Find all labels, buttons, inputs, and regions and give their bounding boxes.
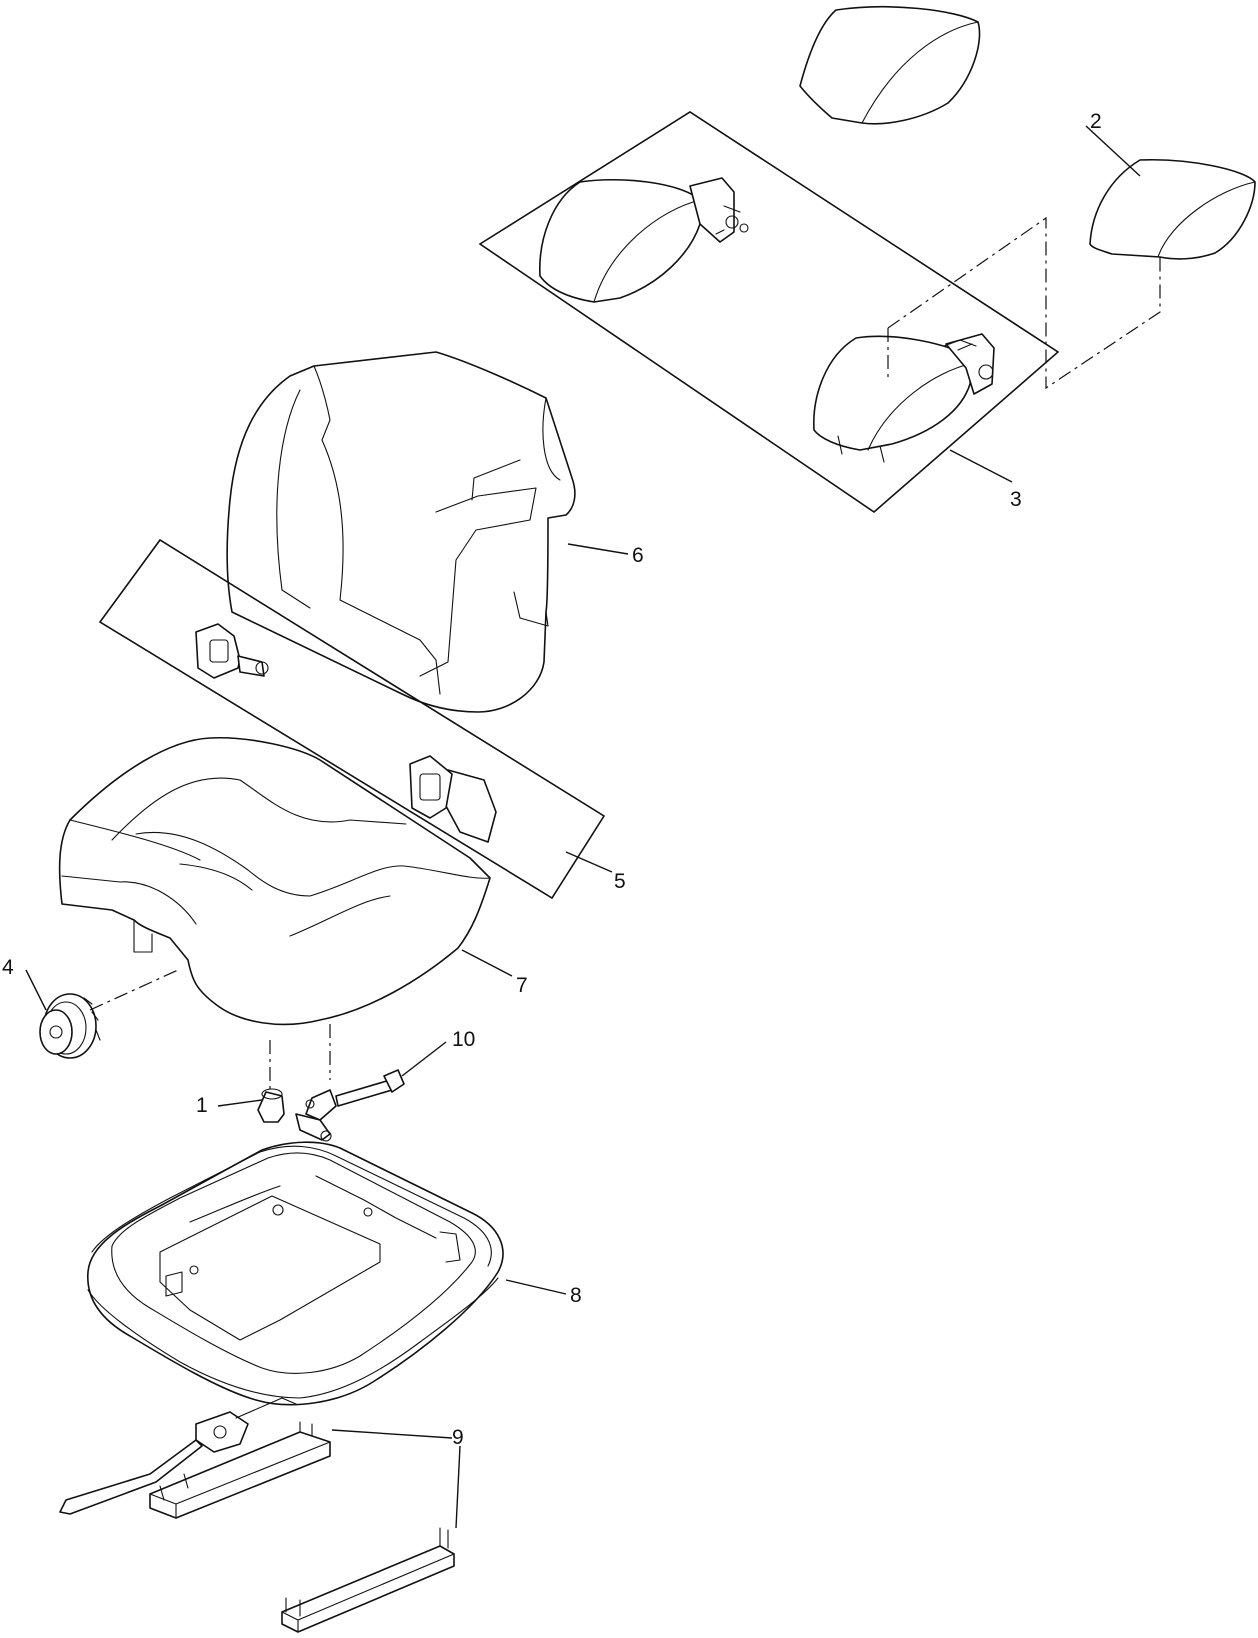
armrest-alignment-line <box>887 216 1161 390</box>
seat-slide-rail-lower <box>281 1527 455 1633</box>
suspension-base <box>87 1141 504 1406</box>
armrest-right-assembly <box>813 333 995 463</box>
seatbelt-buckle-right <box>409 755 497 843</box>
armrest-left-assembly <box>539 177 749 303</box>
seat-cushion <box>58 736 491 1026</box>
leader-line-4 <box>25 969 47 1011</box>
callout-10: 10 <box>452 1028 475 1051</box>
leader-line-7 <box>461 949 513 977</box>
tilt-linkage <box>295 1069 405 1142</box>
leader-lines <box>25 125 1141 1529</box>
adjustment-knob <box>39 993 101 1059</box>
armrest-pad-top <box>799 6 981 125</box>
seatbelt-kit-frame <box>98 538 606 900</box>
leader-line-1 <box>217 1099 263 1107</box>
leader-line-2 <box>1085 125 1141 177</box>
leader-line-5 <box>565 851 613 873</box>
leader-line-10 <box>401 1041 447 1077</box>
leader-line-6 <box>567 543 629 555</box>
callout-5: 5 <box>614 870 626 893</box>
callout-9: 9 <box>452 1426 464 1449</box>
seat-slide-rail-upper <box>59 1397 331 1519</box>
callout-3: 3 <box>1010 488 1022 511</box>
knob-alignment-line <box>89 969 179 1011</box>
leader-line-8 <box>505 1279 567 1295</box>
armrest-pad-2 <box>1089 158 1256 260</box>
leader-line-9a <box>331 1429 453 1439</box>
callout-8: 8 <box>570 1284 582 1307</box>
leader-line-3 <box>949 449 1013 483</box>
mount-sleeve <box>257 1088 285 1123</box>
callout-7: 7 <box>516 974 528 997</box>
armrest-kit-frame <box>478 111 1060 514</box>
seatbelt-buckle-left <box>195 623 269 679</box>
seat-backrest <box>226 351 576 713</box>
callout-1: 1 <box>196 1094 208 1117</box>
leader-line-9b <box>455 1445 461 1529</box>
callout-6: 6 <box>632 544 644 567</box>
callout-2: 2 <box>1090 110 1102 133</box>
callout-4: 4 <box>2 956 14 979</box>
